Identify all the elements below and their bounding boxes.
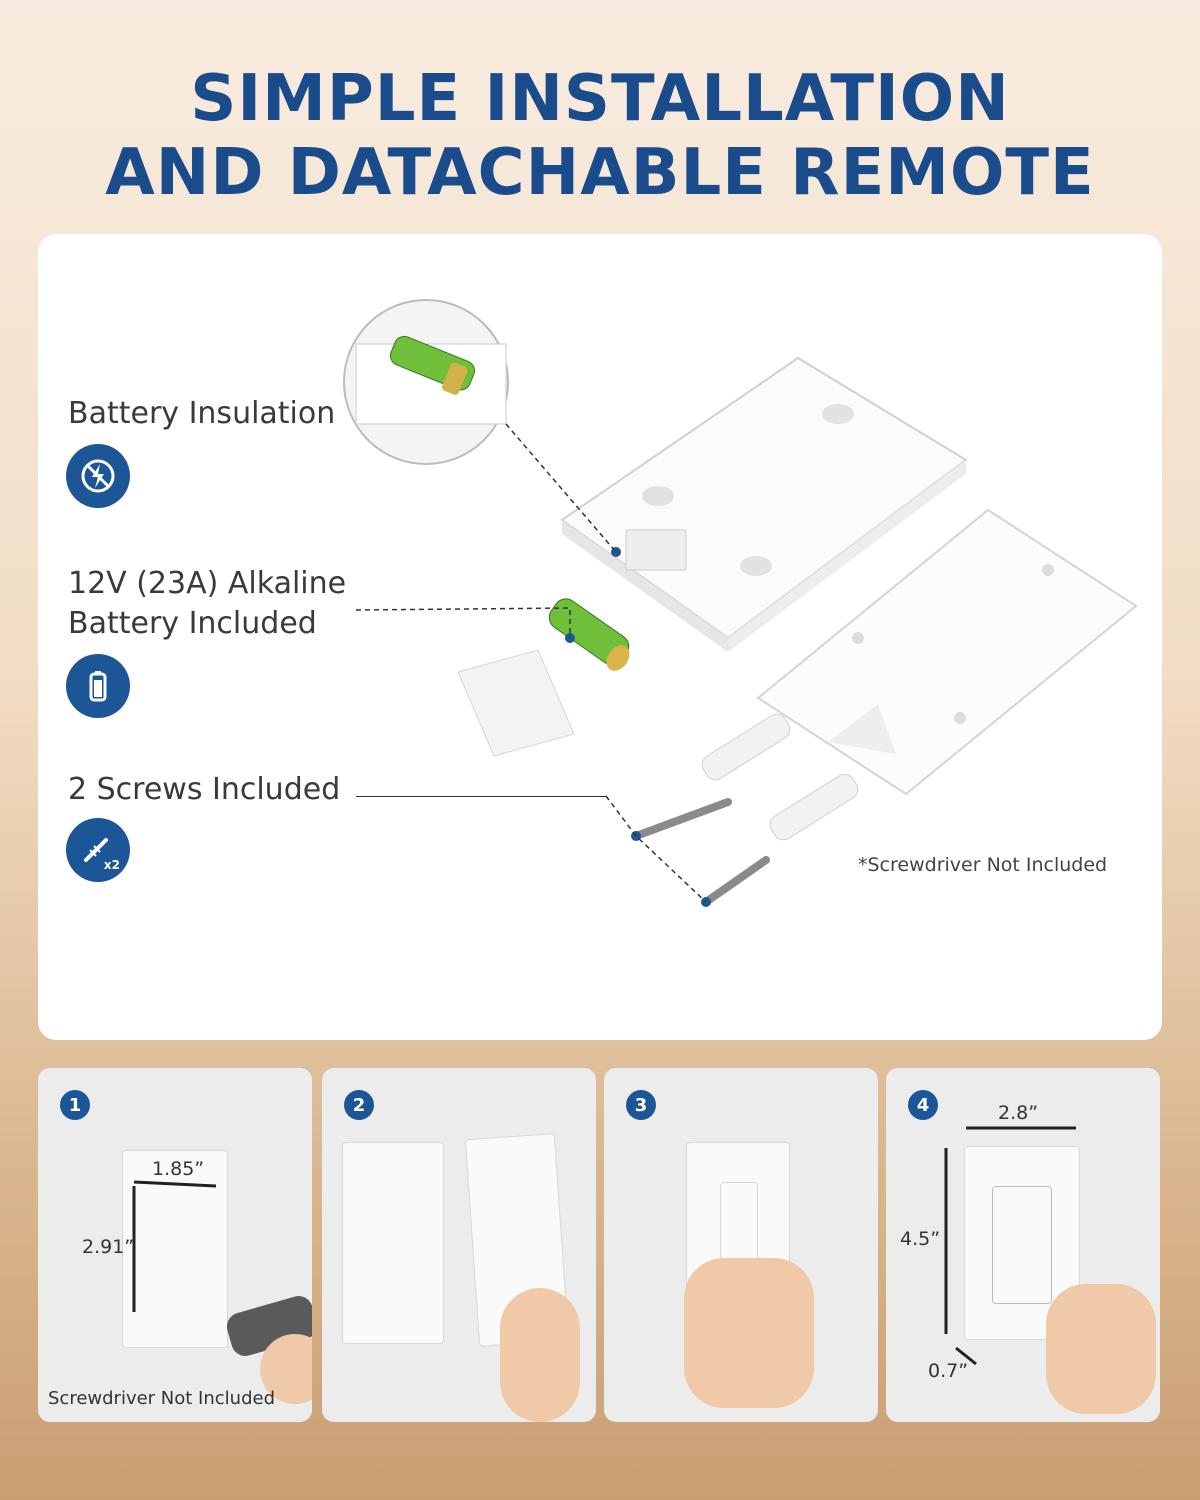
step-2-number: 2: [344, 1090, 374, 1120]
parts-panel: Battery Insulation 12V (23A) Alkaline Ba…: [38, 234, 1162, 1040]
battery-part: [548, 598, 630, 671]
step-1-number: 1: [60, 1090, 90, 1120]
step-1-width-label: 1.85”: [152, 1158, 205, 1180]
screws-count-badge: x2: [103, 858, 120, 872]
step-4-height-label: 4.5”: [900, 1228, 941, 1250]
step-4-number: 4: [908, 1090, 938, 1120]
step-1-hand: [260, 1334, 312, 1404]
panel-screwdriver-note: *Screwdriver Not Included: [858, 854, 1108, 876]
headline: SIMPLE INSTALLATION AND DATACHABLE REMOT…: [0, 62, 1200, 210]
screws: [631, 798, 770, 907]
step-1-caption: Screwdriver Not Included: [48, 1388, 276, 1409]
step-3-hand: [684, 1258, 814, 1408]
battery-icon: [66, 654, 130, 718]
battery-insulation-icon: [66, 444, 130, 508]
step-1-dimension-arrows: [132, 1180, 217, 1312]
step-4-depth-label: 0.7”: [928, 1360, 969, 1382]
product-illustration: [343, 299, 1138, 907]
remote-back: [560, 356, 968, 652]
battery-included-label-line-1: 12V (23A) Alkaline: [68, 566, 347, 601]
screws-leader-line: [356, 796, 606, 797]
step-2-hand: [500, 1288, 580, 1422]
step-4-hand: [1046, 1284, 1156, 1414]
step-1-height-label: 2.91”: [82, 1236, 135, 1258]
battery-insulation-label: Battery Insulation: [68, 396, 336, 431]
step-3-card: 3: [604, 1068, 878, 1422]
wall-anchors: [701, 713, 859, 841]
battery-included-label-line-2: Battery Included: [68, 606, 317, 641]
headline-line-1: SIMPLE INSTALLATION: [190, 62, 1010, 136]
step-2-mounting-plate: [342, 1142, 444, 1344]
step-4-card: 4 2.8” 4.5” 0.7”: [886, 1068, 1160, 1422]
headline-line-2: AND DATACHABLE REMOTE: [105, 136, 1095, 210]
battery-cover: [457, 649, 575, 757]
mounting-plate: [756, 508, 1138, 796]
step-4-remote: [992, 1186, 1052, 1304]
step-3-number: 3: [626, 1090, 656, 1120]
battery-zoom-inset: [343, 299, 509, 465]
step-1-card: 1 1.85” 2.91” Screwdriver Not Included: [38, 1068, 312, 1422]
step-4-width-label: 2.8”: [998, 1102, 1039, 1124]
screws-included-label: 2 Screws Included: [68, 772, 341, 807]
step-2-card: 2: [322, 1068, 596, 1422]
step-4-dimension-arrows: [944, 1126, 1076, 1366]
screws-icon: x2: [66, 818, 130, 882]
